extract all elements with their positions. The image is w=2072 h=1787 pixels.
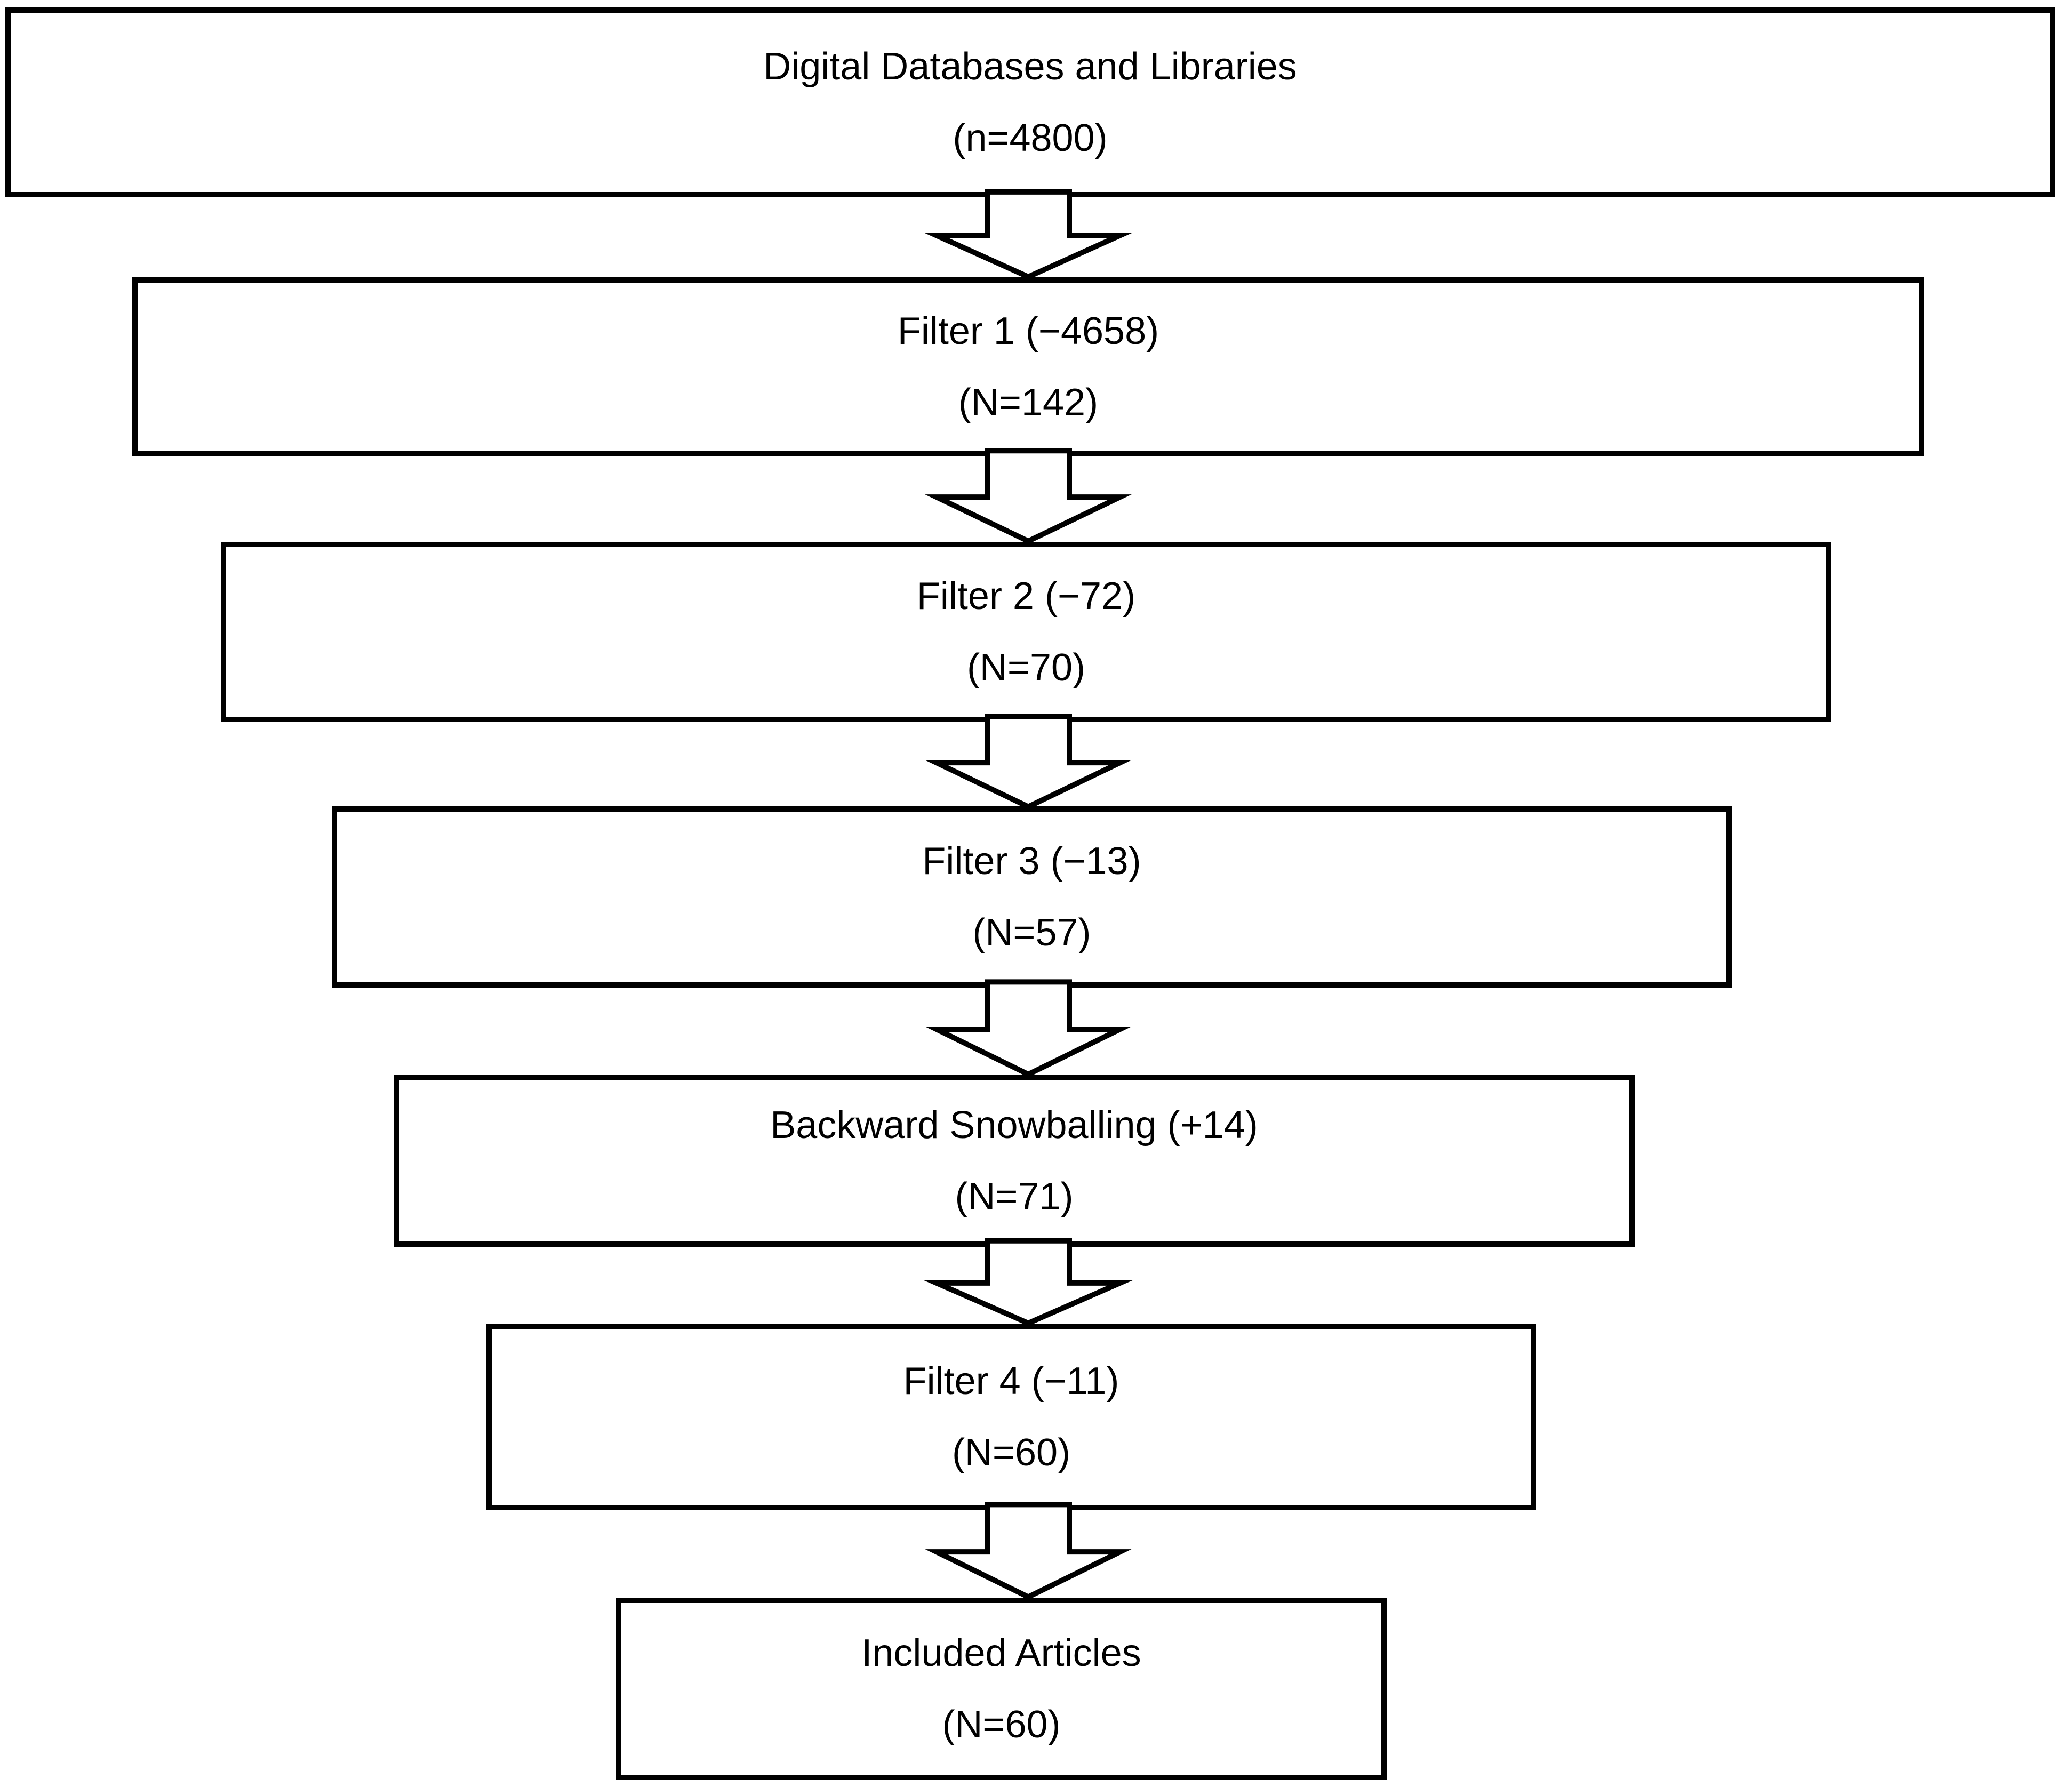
down-arrow-shape	[937, 1504, 1120, 1597]
flow-box-digital-databases: Digital Databases and Libraries (n=4800)	[5, 7, 2055, 197]
down-arrow-icon	[932, 714, 1124, 810]
down-arrow-icon	[932, 1238, 1124, 1326]
down-arrow-icon	[932, 979, 1124, 1077]
down-arrow-shape	[937, 1241, 1120, 1323]
down-arrow-icon	[932, 1502, 1124, 1600]
step-count: (N=70)	[966, 646, 1086, 689]
down-arrow-icon	[932, 448, 1124, 544]
step-count: (n=4800)	[953, 117, 1108, 159]
step-label: Filter 2 (−72)	[916, 575, 1136, 618]
flow-box-included-articles: Included Articles (N=60)	[616, 1598, 1387, 1780]
flow-box-filter-4: Filter 4 (−11) (N=60)	[486, 1324, 1536, 1510]
flow-box-filter-3: Filter 3 (−13) (N=57)	[332, 806, 1732, 988]
step-label: Filter 3 (−13)	[922, 840, 1141, 883]
step-label: Backward Snowballing (+14)	[770, 1104, 1258, 1147]
down-arrow-shape	[937, 982, 1120, 1074]
down-arrow-shape	[937, 451, 1120, 541]
flow-box-backward-snowballing: Backward Snowballing (+14) (N=71)	[394, 1075, 1635, 1247]
down-arrow-icon	[932, 189, 1124, 279]
step-count: (N=71)	[955, 1175, 1074, 1218]
flow-box-filter-1: Filter 1 (−4658) (N=142)	[132, 277, 1924, 456]
flow-box-filter-2: Filter 2 (−72) (N=70)	[221, 542, 1831, 722]
step-label: Filter 1 (−4658)	[897, 310, 1159, 352]
step-count: (N=142)	[958, 381, 1099, 424]
step-label: Digital Databases and Libraries	[763, 45, 1297, 88]
step-count: (N=60)	[942, 1703, 1061, 1746]
step-count: (N=60)	[951, 1431, 1071, 1474]
step-label: Filter 4 (−11)	[903, 1360, 1119, 1403]
down-arrow-shape	[937, 716, 1120, 807]
step-label: Included Articles	[861, 1632, 1141, 1674]
down-arrow-shape	[937, 192, 1120, 277]
step-count: (N=57)	[972, 911, 1091, 954]
